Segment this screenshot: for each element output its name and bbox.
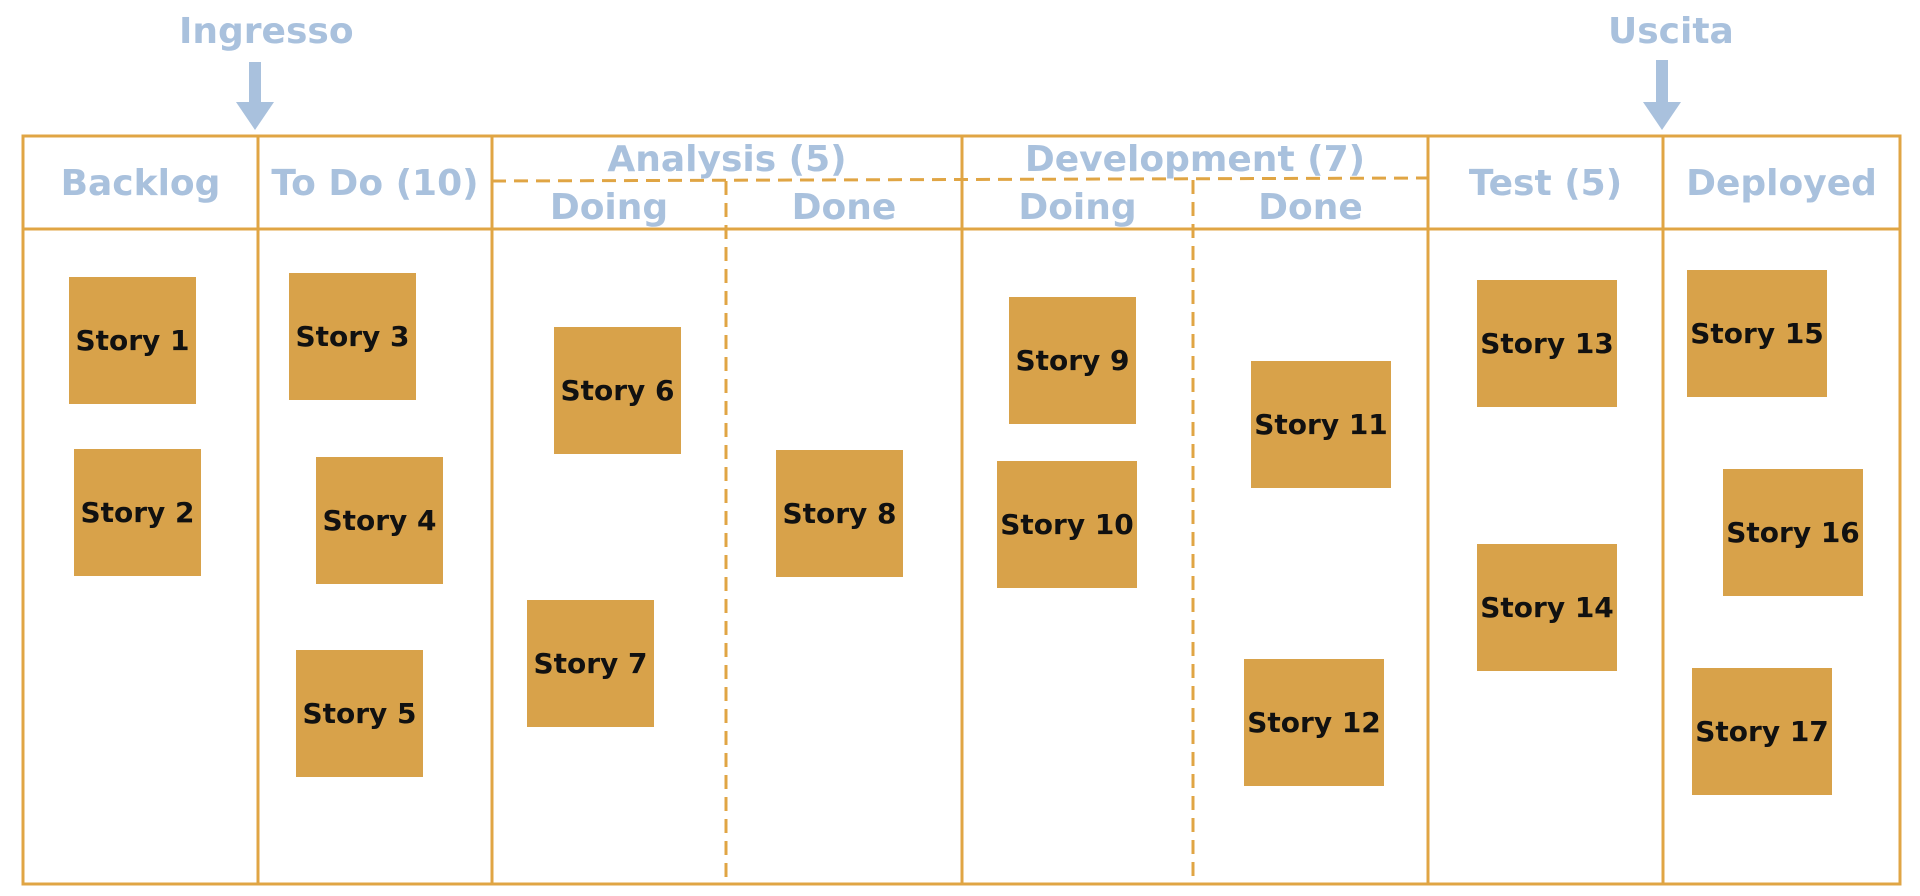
story-card-4[interactable]: Story 4 bbox=[316, 457, 443, 584]
subcolumn-header-analysis-doing: Doing bbox=[549, 187, 669, 228]
entry-arrow-icon bbox=[236, 62, 274, 130]
story-card-3[interactable]: Story 3 bbox=[289, 273, 416, 400]
column-header-deployed: Deployed bbox=[1686, 163, 1877, 204]
story-card-11[interactable]: Story 11 bbox=[1251, 361, 1391, 488]
story-card-10[interactable]: Story 10 bbox=[997, 461, 1137, 588]
exit-arrow-icon bbox=[1643, 60, 1681, 130]
story-card-15[interactable]: Story 15 bbox=[1687, 270, 1827, 397]
column-header-test: Test (5) bbox=[1468, 163, 1623, 204]
story-card-5[interactable]: Story 5 bbox=[296, 650, 423, 777]
subcolumn-header-analysis-done: Done bbox=[791, 187, 897, 228]
entry-label: Ingresso bbox=[179, 11, 354, 52]
subcolumn-header-development-doing: Doing bbox=[1018, 187, 1137, 228]
story-card-12[interactable]: Story 12 bbox=[1244, 659, 1384, 786]
column-header-analysis: Analysis (5) bbox=[607, 139, 847, 180]
subcolumn-header-development-done: Done bbox=[1258, 187, 1363, 228]
story-card-2[interactable]: Story 2 bbox=[74, 449, 201, 576]
story-card-6[interactable]: Story 6 bbox=[554, 327, 681, 454]
column-header-backlog: Backlog bbox=[60, 163, 221, 204]
story-card-8[interactable]: Story 8 bbox=[776, 450, 903, 577]
story-card-14[interactable]: Story 14 bbox=[1477, 544, 1617, 671]
story-card-16[interactable]: Story 16 bbox=[1723, 469, 1863, 596]
subcolumn-header-divider bbox=[491, 176, 1429, 183]
column-header-development: Development (7) bbox=[1024, 139, 1366, 180]
story-card-9[interactable]: Story 9 bbox=[1009, 297, 1136, 424]
story-card-17[interactable]: Story 17 bbox=[1692, 668, 1832, 795]
story-card-1[interactable]: Story 1 bbox=[69, 277, 196, 404]
exit-label: Uscita bbox=[1608, 11, 1734, 52]
story-card-7[interactable]: Story 7 bbox=[527, 600, 654, 727]
column-header-todo: To Do (10) bbox=[271, 163, 479, 204]
story-card-13[interactable]: Story 13 bbox=[1477, 280, 1617, 407]
